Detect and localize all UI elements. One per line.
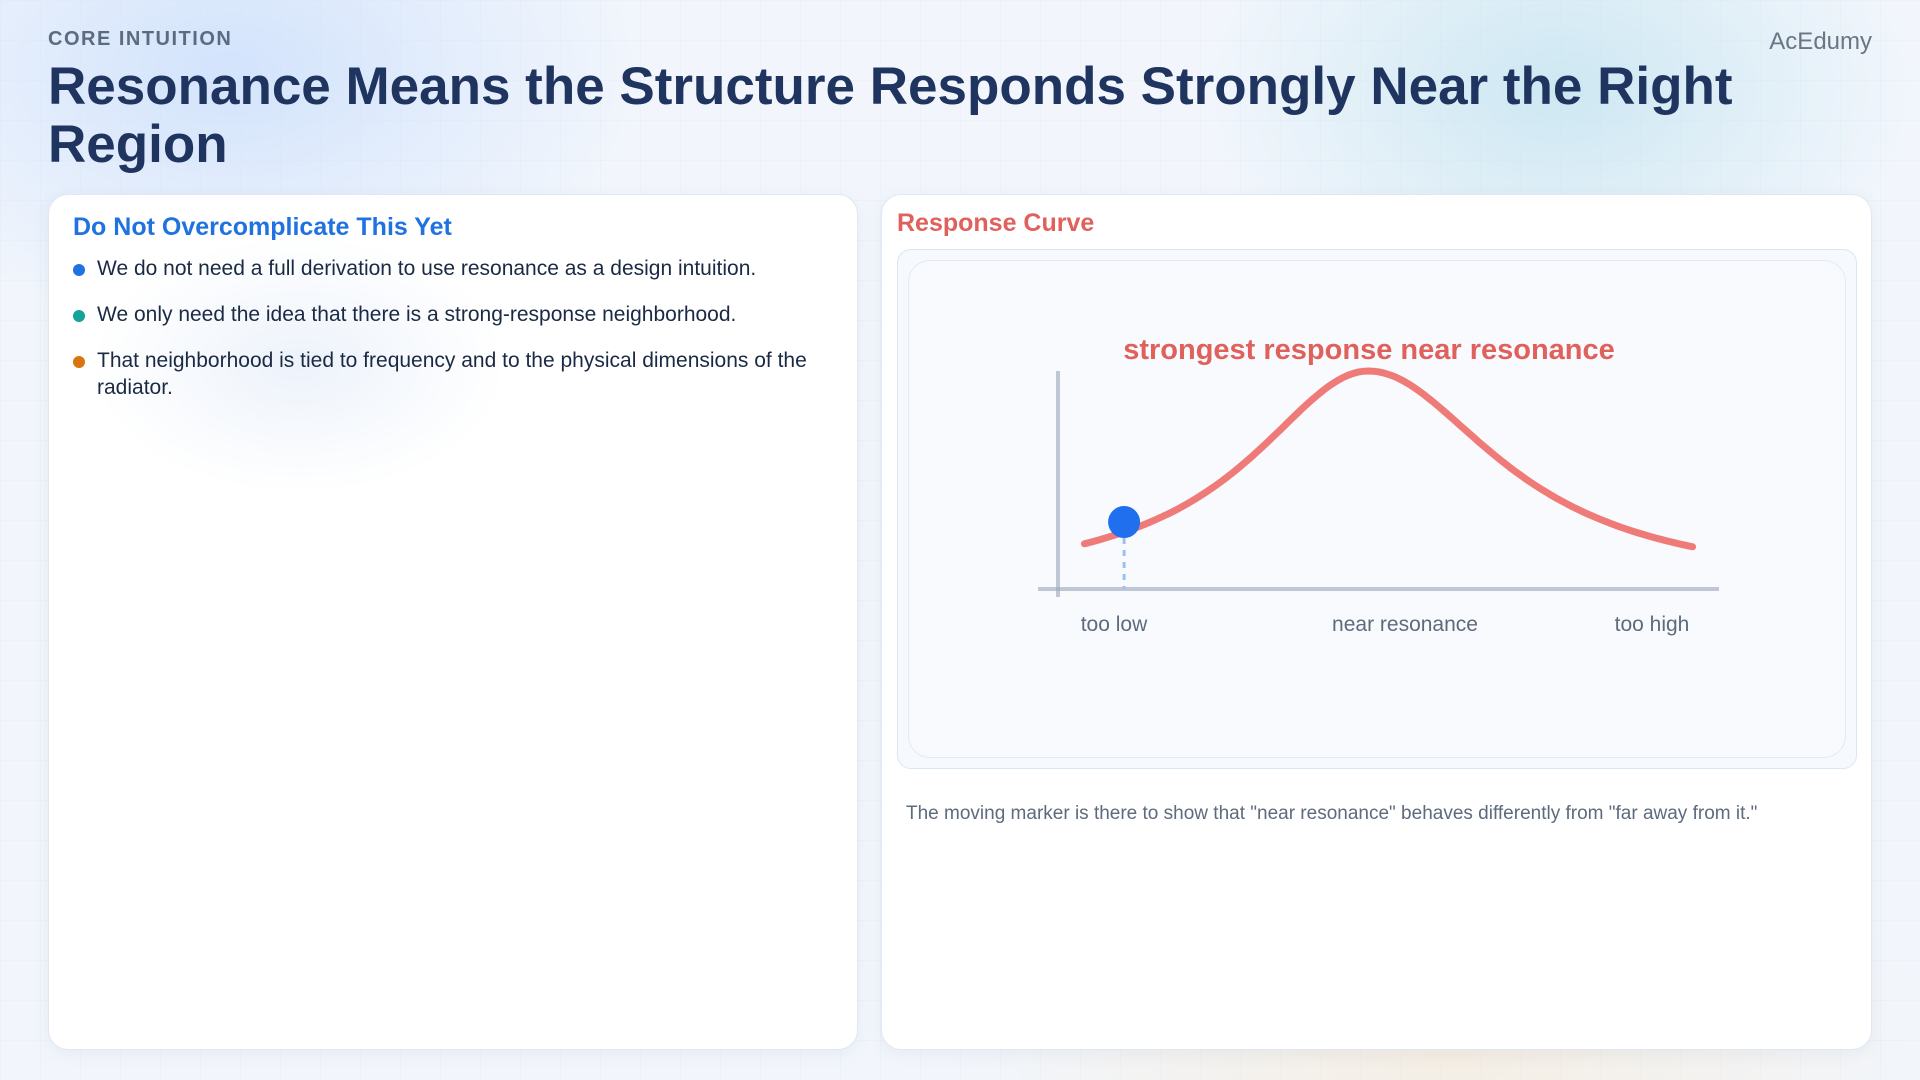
- response-curve-chart: strongest response near resonance too lo…: [1038, 334, 1719, 636]
- bullet-text: That neighborhood is tied to frequency a…: [97, 349, 807, 399]
- chart-title: strongest response near resonance: [1123, 334, 1615, 366]
- response-curve: [1080, 367, 1697, 551]
- frequency-marker[interactable]: [1108, 506, 1141, 539]
- bullet-dot-icon: [73, 356, 85, 368]
- bullet-text: We do not need a full derivation to use …: [97, 257, 757, 280]
- x-tick-label-too-low: too low: [1081, 613, 1148, 636]
- list-item: We only need the idea that there is a st…: [73, 301, 833, 328]
- bullet-dot-icon: [73, 264, 85, 276]
- card-heading: Do Not Overcomplicate This Yet: [73, 213, 452, 241]
- card-glow: [89, 235, 509, 495]
- card-heading: Response Curve: [897, 209, 1095, 237]
- x-tick-label-too-high: too high: [1615, 613, 1690, 636]
- chart-panel: strongest response near resonance too lo…: [908, 260, 1846, 758]
- section-eyebrow: CORE INTUITION: [48, 28, 233, 50]
- slide-title: Resonance Means the Structure Responds S…: [48, 57, 1733, 174]
- list-item: We do not need a full derivation to use …: [73, 255, 833, 282]
- brand-logo: AcEdumy: [1769, 28, 1872, 55]
- chart-caption: The moving marker is there to show that …: [906, 803, 1758, 824]
- x-tick-label-near-resonance: near resonance: [1332, 613, 1478, 636]
- intuition-card: Do Not Overcomplicate This Yet We do not…: [48, 194, 858, 1050]
- bullet-list: We do not need a full derivation to use …: [73, 255, 833, 420]
- bullet-text: We only need the idea that there is a st…: [97, 303, 737, 326]
- list-item: That neighborhood is tied to frequency a…: [73, 347, 833, 401]
- response-curve-card: Response Curve strongest response near r…: [881, 194, 1872, 1050]
- chart-frame: strongest response near resonance too lo…: [897, 249, 1857, 769]
- bullet-dot-icon: [73, 310, 85, 322]
